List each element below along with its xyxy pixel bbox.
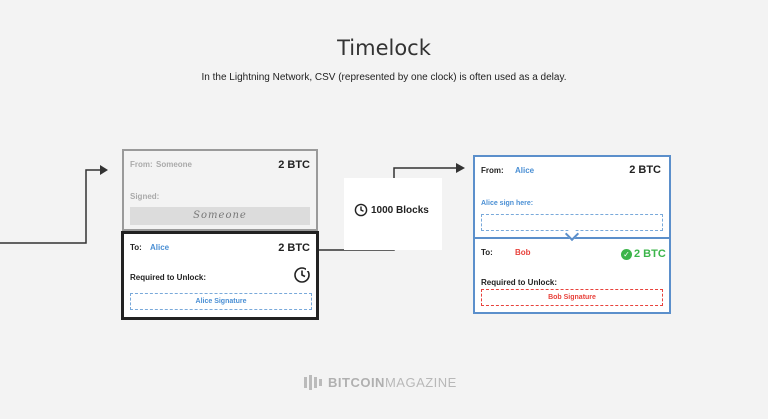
to-name: Alice (150, 243, 170, 252)
outgoing-arrowhead (456, 163, 465, 173)
to-label: To: (130, 243, 142, 252)
from-amount: 2 BTC (629, 164, 661, 176)
delay-label: 1000 Blocks (371, 205, 429, 216)
from-amount: 2 BTC (278, 159, 310, 171)
alice-signature-field[interactable]: Alice Signature (130, 293, 312, 310)
right-tx-box: From: Alice 2 BTC Alice sign here: To: B… (473, 155, 671, 314)
bob-signature-field[interactable]: Bob Signature (481, 289, 663, 306)
bitcoin-magazine-logo: BITCOINMAGAZINE (304, 375, 457, 390)
required-label: Required to Unlock: (130, 273, 207, 282)
incoming-arrow-line (0, 169, 100, 244)
to-name: Bob (515, 248, 531, 257)
page-subtitle: In the Lightning Network, CSV (represent… (201, 72, 567, 83)
left-tx-to-section: To: Alice 2 BTC Required to Unlock: Alic… (121, 231, 319, 320)
clock-icon (354, 203, 368, 217)
page-title: Timelock (337, 36, 431, 60)
from-name: Alice (515, 166, 535, 175)
logo-text-magazine: MAGAZINE (384, 375, 457, 390)
to-label: To: (481, 248, 493, 257)
to-amount: 2 BTC (634, 248, 666, 260)
check-icon: ✓ (621, 249, 632, 260)
signature-box: Someone (130, 207, 310, 225)
timelock-delay-box: 1000 Blocks (344, 178, 442, 250)
sign-here-label: Alice sign here: (481, 200, 534, 207)
signed-label: Signed: (130, 192, 160, 201)
logo-text-bitcoin: BITCOIN (328, 375, 385, 390)
from-name: Someone (156, 160, 193, 169)
from-label: From: (130, 160, 153, 169)
logo-icon (304, 375, 322, 390)
incoming-arrowhead (100, 165, 108, 175)
required-label: Required to Unlock: (481, 278, 558, 287)
from-label: From: (481, 166, 504, 175)
left-tx-from-section: From: Someone 2 BTC Signed: Someone (122, 149, 318, 231)
to-amount: 2 BTC (278, 242, 310, 254)
clock-icon (294, 266, 311, 283)
